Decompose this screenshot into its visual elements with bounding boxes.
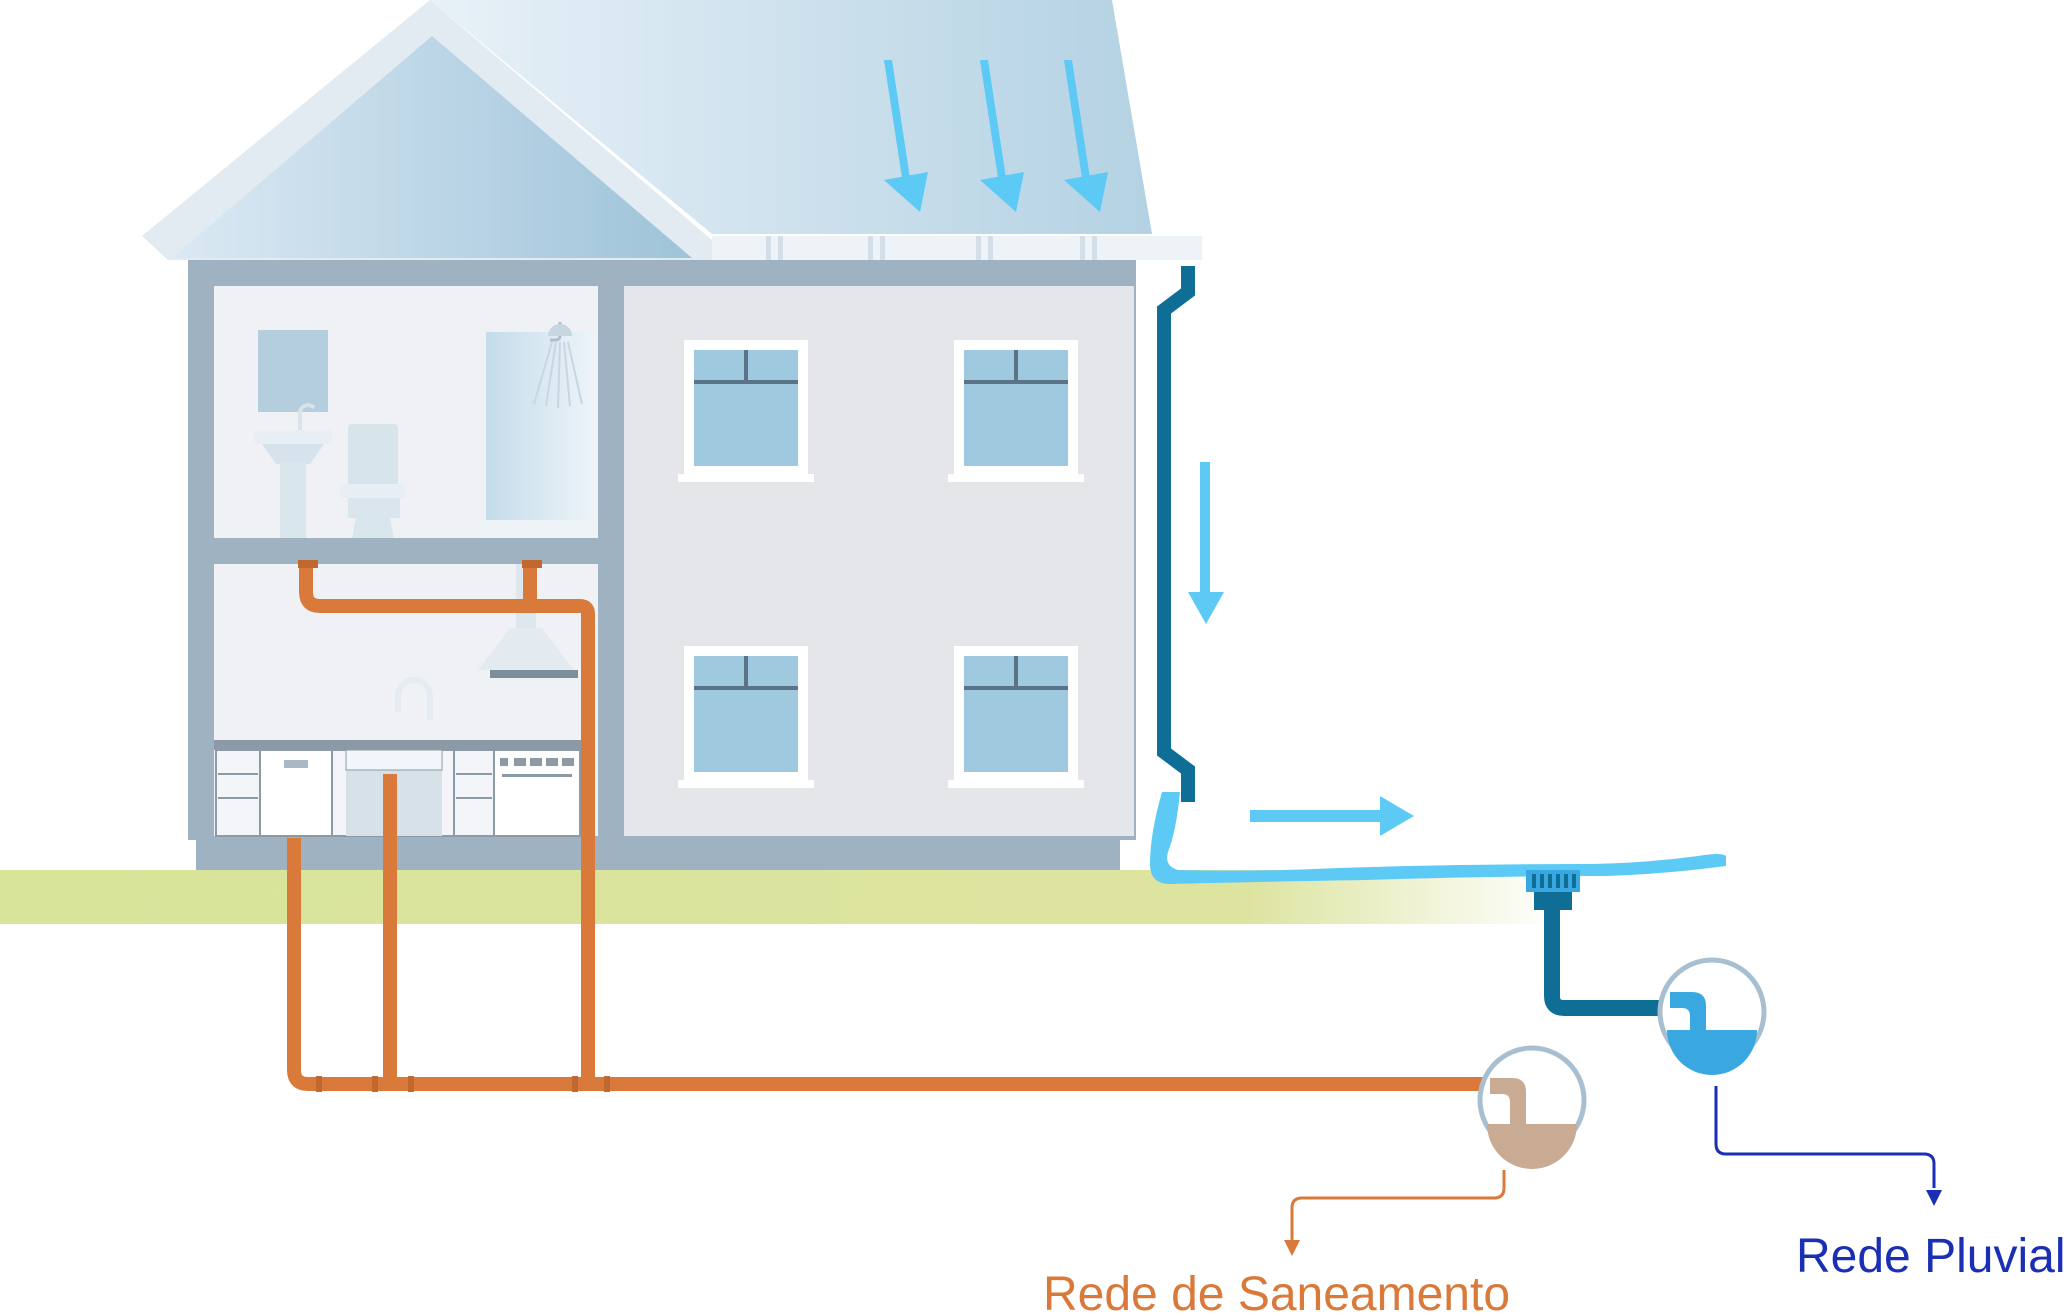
bathroom-mirror-icon bbox=[258, 330, 328, 412]
runoff-flow-arrow-icon bbox=[1250, 796, 1414, 836]
window-upper-left bbox=[678, 340, 814, 482]
rain-arrows bbox=[884, 60, 1414, 836]
windows bbox=[678, 340, 1084, 788]
rain-arrow-icon bbox=[1064, 60, 1108, 212]
storm-outflow-arrowhead bbox=[1926, 1190, 1942, 1206]
sewer-chamber-icon bbox=[1477, 1045, 1587, 1169]
gable-inner bbox=[172, 36, 692, 258]
roof bbox=[142, 0, 1202, 260]
sewer-outflow-arrowhead bbox=[1284, 1240, 1300, 1256]
sewer-pipes bbox=[287, 566, 1500, 1091]
window-lower-right bbox=[948, 646, 1084, 788]
sewer-pipe-joints bbox=[298, 560, 610, 1092]
storm-network-label: Rede Pluvial bbox=[1796, 1230, 2065, 1283]
gutter bbox=[712, 236, 1202, 260]
toilet-icon bbox=[340, 424, 406, 538]
bathroom-sink-icon bbox=[254, 403, 332, 538]
window-upper-right bbox=[948, 340, 1084, 482]
countertop bbox=[214, 740, 582, 750]
sewer-pipe-kitchen-left bbox=[287, 838, 1500, 1091]
kitchen-fixtures bbox=[214, 564, 582, 837]
storm-chamber-icon bbox=[1657, 957, 1767, 1075]
sewer-network-label: Rede de Saneamento bbox=[1043, 1268, 1510, 1314]
kitchen-faucet-icon bbox=[395, 677, 444, 736]
downspout-icon bbox=[1157, 266, 1195, 802]
bathroom-fixtures bbox=[254, 322, 598, 538]
sewer-outflow-line bbox=[1290, 1170, 1506, 1242]
storm-drain-icon bbox=[1526, 870, 1580, 910]
rain-arrow-icon bbox=[980, 60, 1024, 212]
house-foundation bbox=[196, 836, 1120, 870]
shower-icon bbox=[480, 322, 598, 538]
window-lower-left bbox=[678, 646, 814, 788]
stove-icon bbox=[493, 749, 581, 837]
downspout-flow-arrow-icon bbox=[1188, 462, 1224, 624]
main-roof bbox=[430, 0, 1152, 234]
gutter-brackets bbox=[766, 236, 1097, 260]
storm-outflow-line bbox=[1714, 1086, 1936, 1188]
storm-pipe bbox=[1544, 908, 1682, 1016]
surface-runoff bbox=[1150, 792, 1726, 884]
sewer-pipe-bathroom-sink bbox=[299, 566, 595, 1080]
rain-arrow-icon bbox=[884, 60, 928, 212]
